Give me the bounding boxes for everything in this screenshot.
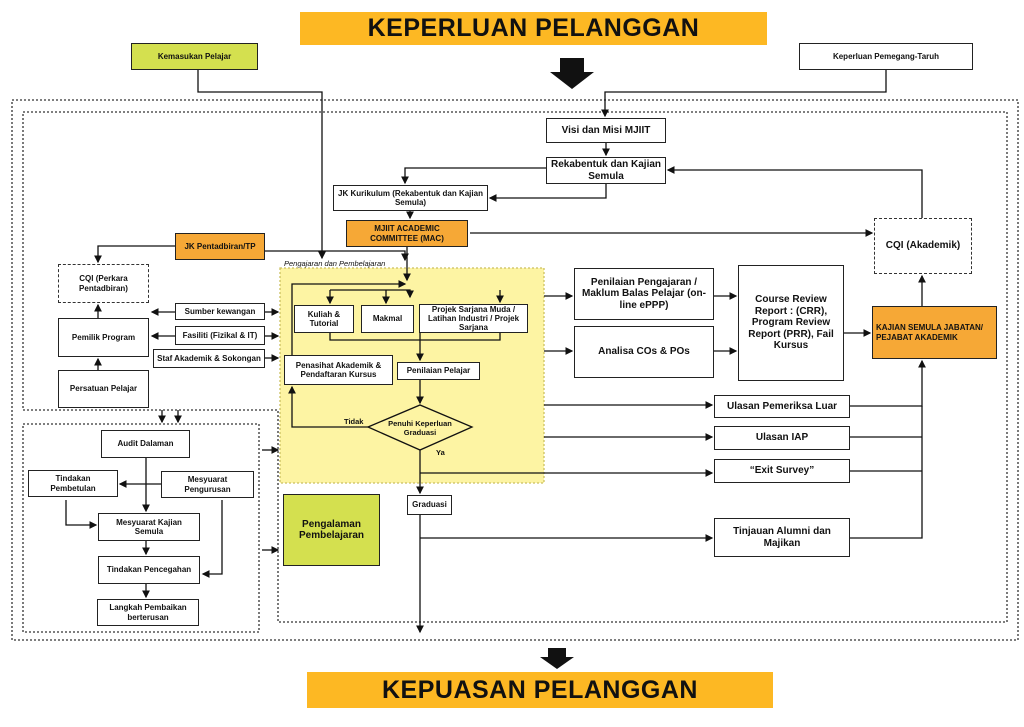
staff-box: Staf Akademik & Sokongan: [153, 349, 265, 368]
program-owner-box: Pemilik Program: [58, 318, 149, 357]
dept-review-box: KAJIAN SEMULA JABATAN/ PEJABAT AKADEMIK: [872, 306, 997, 359]
student-intake-box: Kemasukan Pelajar: [131, 43, 258, 70]
title-bottom: KEPUASAN PELANGGAN: [307, 672, 773, 708]
review-meeting-box: Mesyuarat Kajian Semula: [98, 513, 200, 541]
exit-survey-box: “Exit Survey”: [714, 459, 850, 483]
iap-box: Ulasan IAP: [714, 426, 850, 450]
finance-box: Sumber kewangan: [175, 303, 265, 320]
advisor-box: Penasihat Akademik & Pendaftaran Kursus: [284, 355, 393, 385]
title-top: KEPERLUAN PELANGGAN: [300, 12, 767, 45]
cqi-admin-box: CQI (Perkara Pentadbiran): [58, 264, 149, 303]
lecture-box: Kuliah & Tutorial: [294, 305, 354, 333]
internal-audit-box: Audit Dalaman: [101, 430, 190, 458]
management-meeting-box: Mesyuarat Pengurusan: [161, 471, 254, 498]
teaching-section-label: Pengajaran dan Pembelajaran: [284, 259, 386, 268]
preventive-action-box: Tindakan Pencegahan: [98, 556, 200, 584]
assessment-box: Penilaian Pelajar: [397, 362, 480, 380]
continuous-improvement-box: Langkah Pembaikan berterusan: [97, 599, 199, 626]
mac-box: MJIIT ACADEMIC COMMITTEE (MAC): [346, 220, 468, 247]
lab-box: Makmal: [361, 305, 414, 333]
learning-experience-box: Pengalaman Pembelajaran: [283, 494, 380, 566]
no-label: Tidak: [344, 417, 364, 426]
down-arrow-icon: [550, 58, 594, 89]
facilities-box: Fasiliti (Fizikal & IT): [175, 326, 265, 345]
alumni-survey-box: Tinjauan Alumni dan Majikan: [714, 518, 850, 557]
corrective-action-box: Tindakan Pembetulan: [28, 470, 118, 497]
redesign-box: Rekabentuk dan Kajian Semula: [546, 157, 666, 184]
cqi-academic-box: CQI (Akademik): [874, 218, 972, 274]
external-examiner-box: Ulasan Pemeriksa Luar: [714, 395, 850, 418]
stakeholder-box: Keperluan Pemegang-Taruh: [799, 43, 973, 70]
teaching-eval-box: Penilaian Pengajaran / Maklum Balas Pela…: [574, 268, 714, 320]
jk-kurikulum-box: JK Kurikulum (Rekabentuk dan Kajian Semu…: [333, 185, 488, 211]
graduation-decision: Penuhi Keperluan Graduasi: [388, 419, 452, 437]
jk-pentadbiran-box: JK Pentadbiran/TP: [175, 233, 265, 260]
yes-label: Ya: [436, 448, 445, 457]
vision-box: Visi dan Misi MJIIT: [546, 118, 666, 143]
graduation-box: Graduasi: [407, 495, 452, 515]
project-box: Projek Sarjana Muda / Latihan Industri /…: [419, 304, 528, 333]
reports-box: Course Review Report : (CRR), Program Re…: [738, 265, 844, 381]
student-union-box: Persatuan Pelajar: [58, 370, 149, 408]
down-arrow-icon: [540, 648, 574, 669]
analysis-box: Analisa COs & POs: [574, 326, 714, 378]
